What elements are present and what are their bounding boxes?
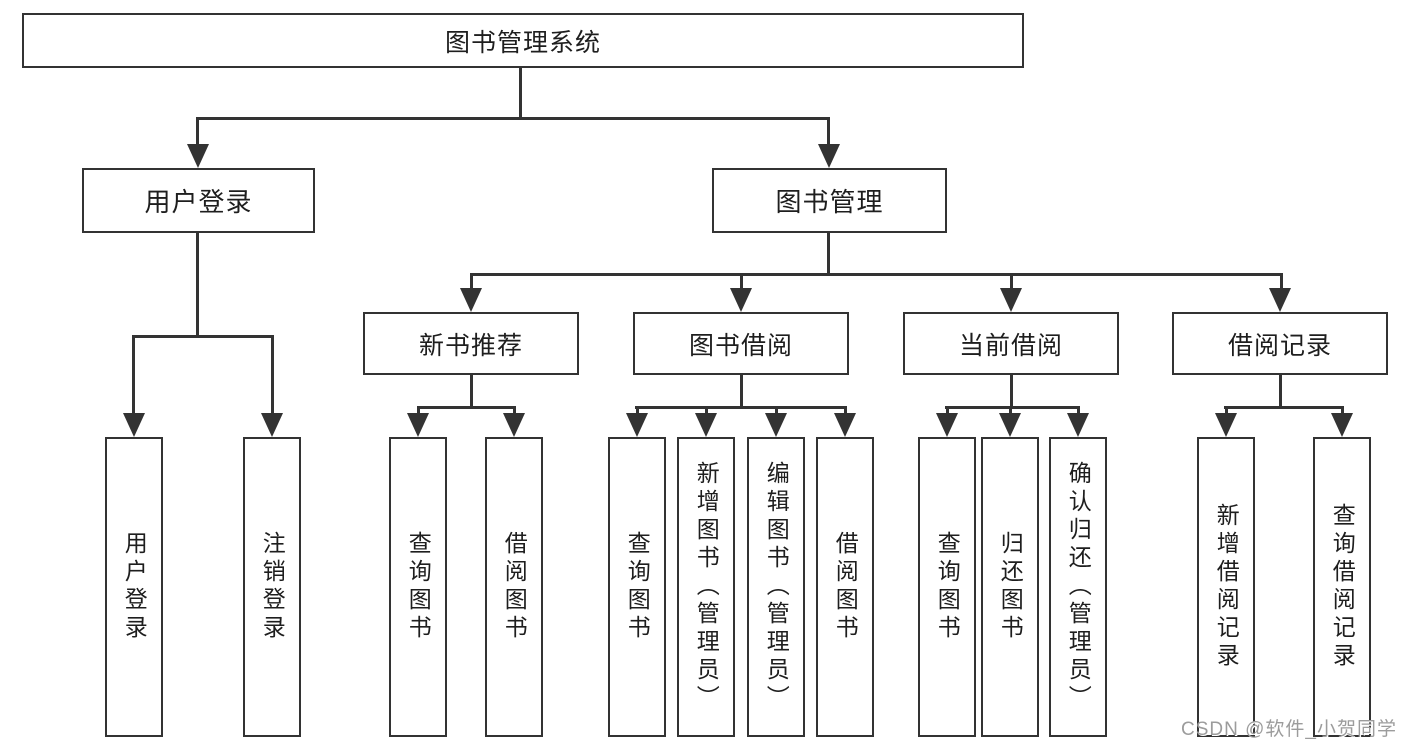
connector-group3-stem <box>1010 375 1013 409</box>
connector-group2-stem <box>740 375 743 409</box>
arrow-down-icon <box>407 413 429 437</box>
node-borrowing-records-label: 借阅记录 <box>1227 331 1332 360</box>
connector-group2-drop2 <box>705 406 708 418</box>
leaf-add-book-admin-label: 新增图书（管理员） <box>693 461 720 713</box>
leaf-confirm-return-admin-label: 确认归还（管理员） <box>1065 461 1092 713</box>
connector-group1-drop1 <box>417 406 420 418</box>
connector-drop-current-borrowing <box>1010 273 1013 291</box>
connector-root-stem <box>519 68 522 117</box>
leaf-query-books-recommend-label: 查询图书 <box>405 531 432 643</box>
connector-level3-rail <box>470 273 1283 276</box>
leaf-return-book: 归还图书 <box>981 437 1039 737</box>
leaf-edit-book-admin-label: 编辑图书（管理员） <box>763 461 790 713</box>
connector-group4-drop1 <box>1225 406 1228 418</box>
leaf-logout-label: 注销登录 <box>259 531 286 643</box>
leaf-add-borrow-record-label: 新增借阅记录 <box>1213 503 1240 671</box>
leaf-query-books-borrowing-label: 查询图书 <box>624 531 651 643</box>
node-current-borrowing-label: 当前借阅 <box>958 331 1063 360</box>
connector-drop-leaf-logout <box>271 335 274 417</box>
connector-user-login-rail <box>132 335 274 338</box>
arrow-down-icon <box>818 144 840 168</box>
leaf-query-books-borrowing: 查询图书 <box>608 437 666 737</box>
connector-group4-rail <box>1224 406 1344 409</box>
leaf-logout: 注销登录 <box>243 437 301 737</box>
connector-group4-drop2 <box>1341 406 1344 418</box>
leaf-borrow-books-borrowing-label: 借阅图书 <box>832 531 859 643</box>
leaf-query-books-current-label: 查询图书 <box>934 531 961 643</box>
leaf-add-book-admin: 新增图书（管理员） <box>677 437 735 737</box>
connector-level1-rail <box>196 117 830 120</box>
connector-group2-drop1 <box>636 406 639 418</box>
connector-group1-stem <box>470 375 473 409</box>
arrow-down-icon <box>1269 288 1291 312</box>
arrow-down-icon <box>503 413 525 437</box>
arrow-down-icon <box>765 413 787 437</box>
arrow-down-icon <box>626 413 648 437</box>
arrow-down-icon <box>1000 288 1022 312</box>
connector-group4-stem <box>1279 375 1282 409</box>
node-new-book-recommend: 新书推荐 <box>363 312 579 375</box>
leaf-borrow-books-borrowing: 借阅图书 <box>816 437 874 737</box>
csdn-watermark: CSDN @软件_小贺同学 <box>1181 719 1397 740</box>
leaf-query-books-current: 查询图书 <box>918 437 976 737</box>
connector-drop-leaf-user-login <box>132 335 135 417</box>
arrow-down-icon <box>936 413 958 437</box>
connector-group2-drop4 <box>844 406 847 418</box>
node-book-borrowing-label: 图书借阅 <box>688 331 793 360</box>
connector-drop-borrowing-records <box>1280 273 1283 291</box>
arrow-down-icon <box>261 413 283 437</box>
leaf-return-book-label: 归还图书 <box>997 531 1024 643</box>
leaf-query-books-recommend: 查询图书 <box>389 437 447 737</box>
node-borrowing-records: 借阅记录 <box>1172 312 1388 375</box>
leaf-query-borrow-record-label: 查询借阅记录 <box>1329 503 1356 671</box>
connector-group2-drop3 <box>775 406 778 418</box>
connector-drop-new-book <box>470 273 473 291</box>
node-book-management: 图书管理 <box>712 168 947 233</box>
leaf-user-login-label: 用户登录 <box>121 531 148 643</box>
arrow-down-icon <box>1067 413 1089 437</box>
leaf-edit-book-admin: 编辑图书（管理员） <box>747 437 805 737</box>
node-book-borrowing: 图书借阅 <box>633 312 849 375</box>
leaf-add-borrow-record: 新增借阅记录 <box>1197 437 1255 737</box>
arrow-down-icon <box>123 413 145 437</box>
connector-drop-book-borrowing <box>740 273 743 291</box>
connector-drop-book-management <box>827 117 830 149</box>
connector-group3-drop1 <box>946 406 949 418</box>
leaf-query-borrow-record: 查询借阅记录 <box>1313 437 1371 737</box>
arrow-down-icon <box>187 144 209 168</box>
arrow-down-icon <box>1331 413 1353 437</box>
connector-user-login-stem <box>196 232 199 335</box>
arrow-down-icon <box>999 413 1021 437</box>
connector-group1-rail <box>417 406 516 409</box>
leaf-borrow-books-recommend-label: 借阅图书 <box>501 531 528 643</box>
arrow-down-icon <box>695 413 717 437</box>
node-library-system-label: 图书管理系统 <box>444 28 601 57</box>
node-book-management-label: 图书管理 <box>775 187 884 217</box>
arrow-down-icon <box>730 288 752 312</box>
arrow-down-icon <box>460 288 482 312</box>
leaf-borrow-books-recommend: 借阅图书 <box>485 437 543 737</box>
arrow-down-icon <box>1215 413 1237 437</box>
node-current-borrowing: 当前借阅 <box>903 312 1119 375</box>
connector-book-management-stem <box>827 233 830 273</box>
connector-group1-drop2 <box>513 406 516 418</box>
node-user-login: 用户登录 <box>82 168 315 233</box>
connector-group3-drop3 <box>1077 406 1080 418</box>
node-user-login-label: 用户登录 <box>144 187 253 217</box>
node-new-book-recommend-label: 新书推荐 <box>418 331 523 360</box>
leaf-user-login: 用户登录 <box>105 437 163 737</box>
connector-drop-user-login <box>196 117 199 149</box>
connector-group3-drop2 <box>1009 406 1012 418</box>
leaf-confirm-return-admin: 确认归还（管理员） <box>1049 437 1107 737</box>
node-library-system: 图书管理系统 <box>22 13 1024 68</box>
connector-group2-rail <box>635 406 846 409</box>
connector-group3-rail <box>945 406 1080 409</box>
arrow-down-icon <box>834 413 856 437</box>
